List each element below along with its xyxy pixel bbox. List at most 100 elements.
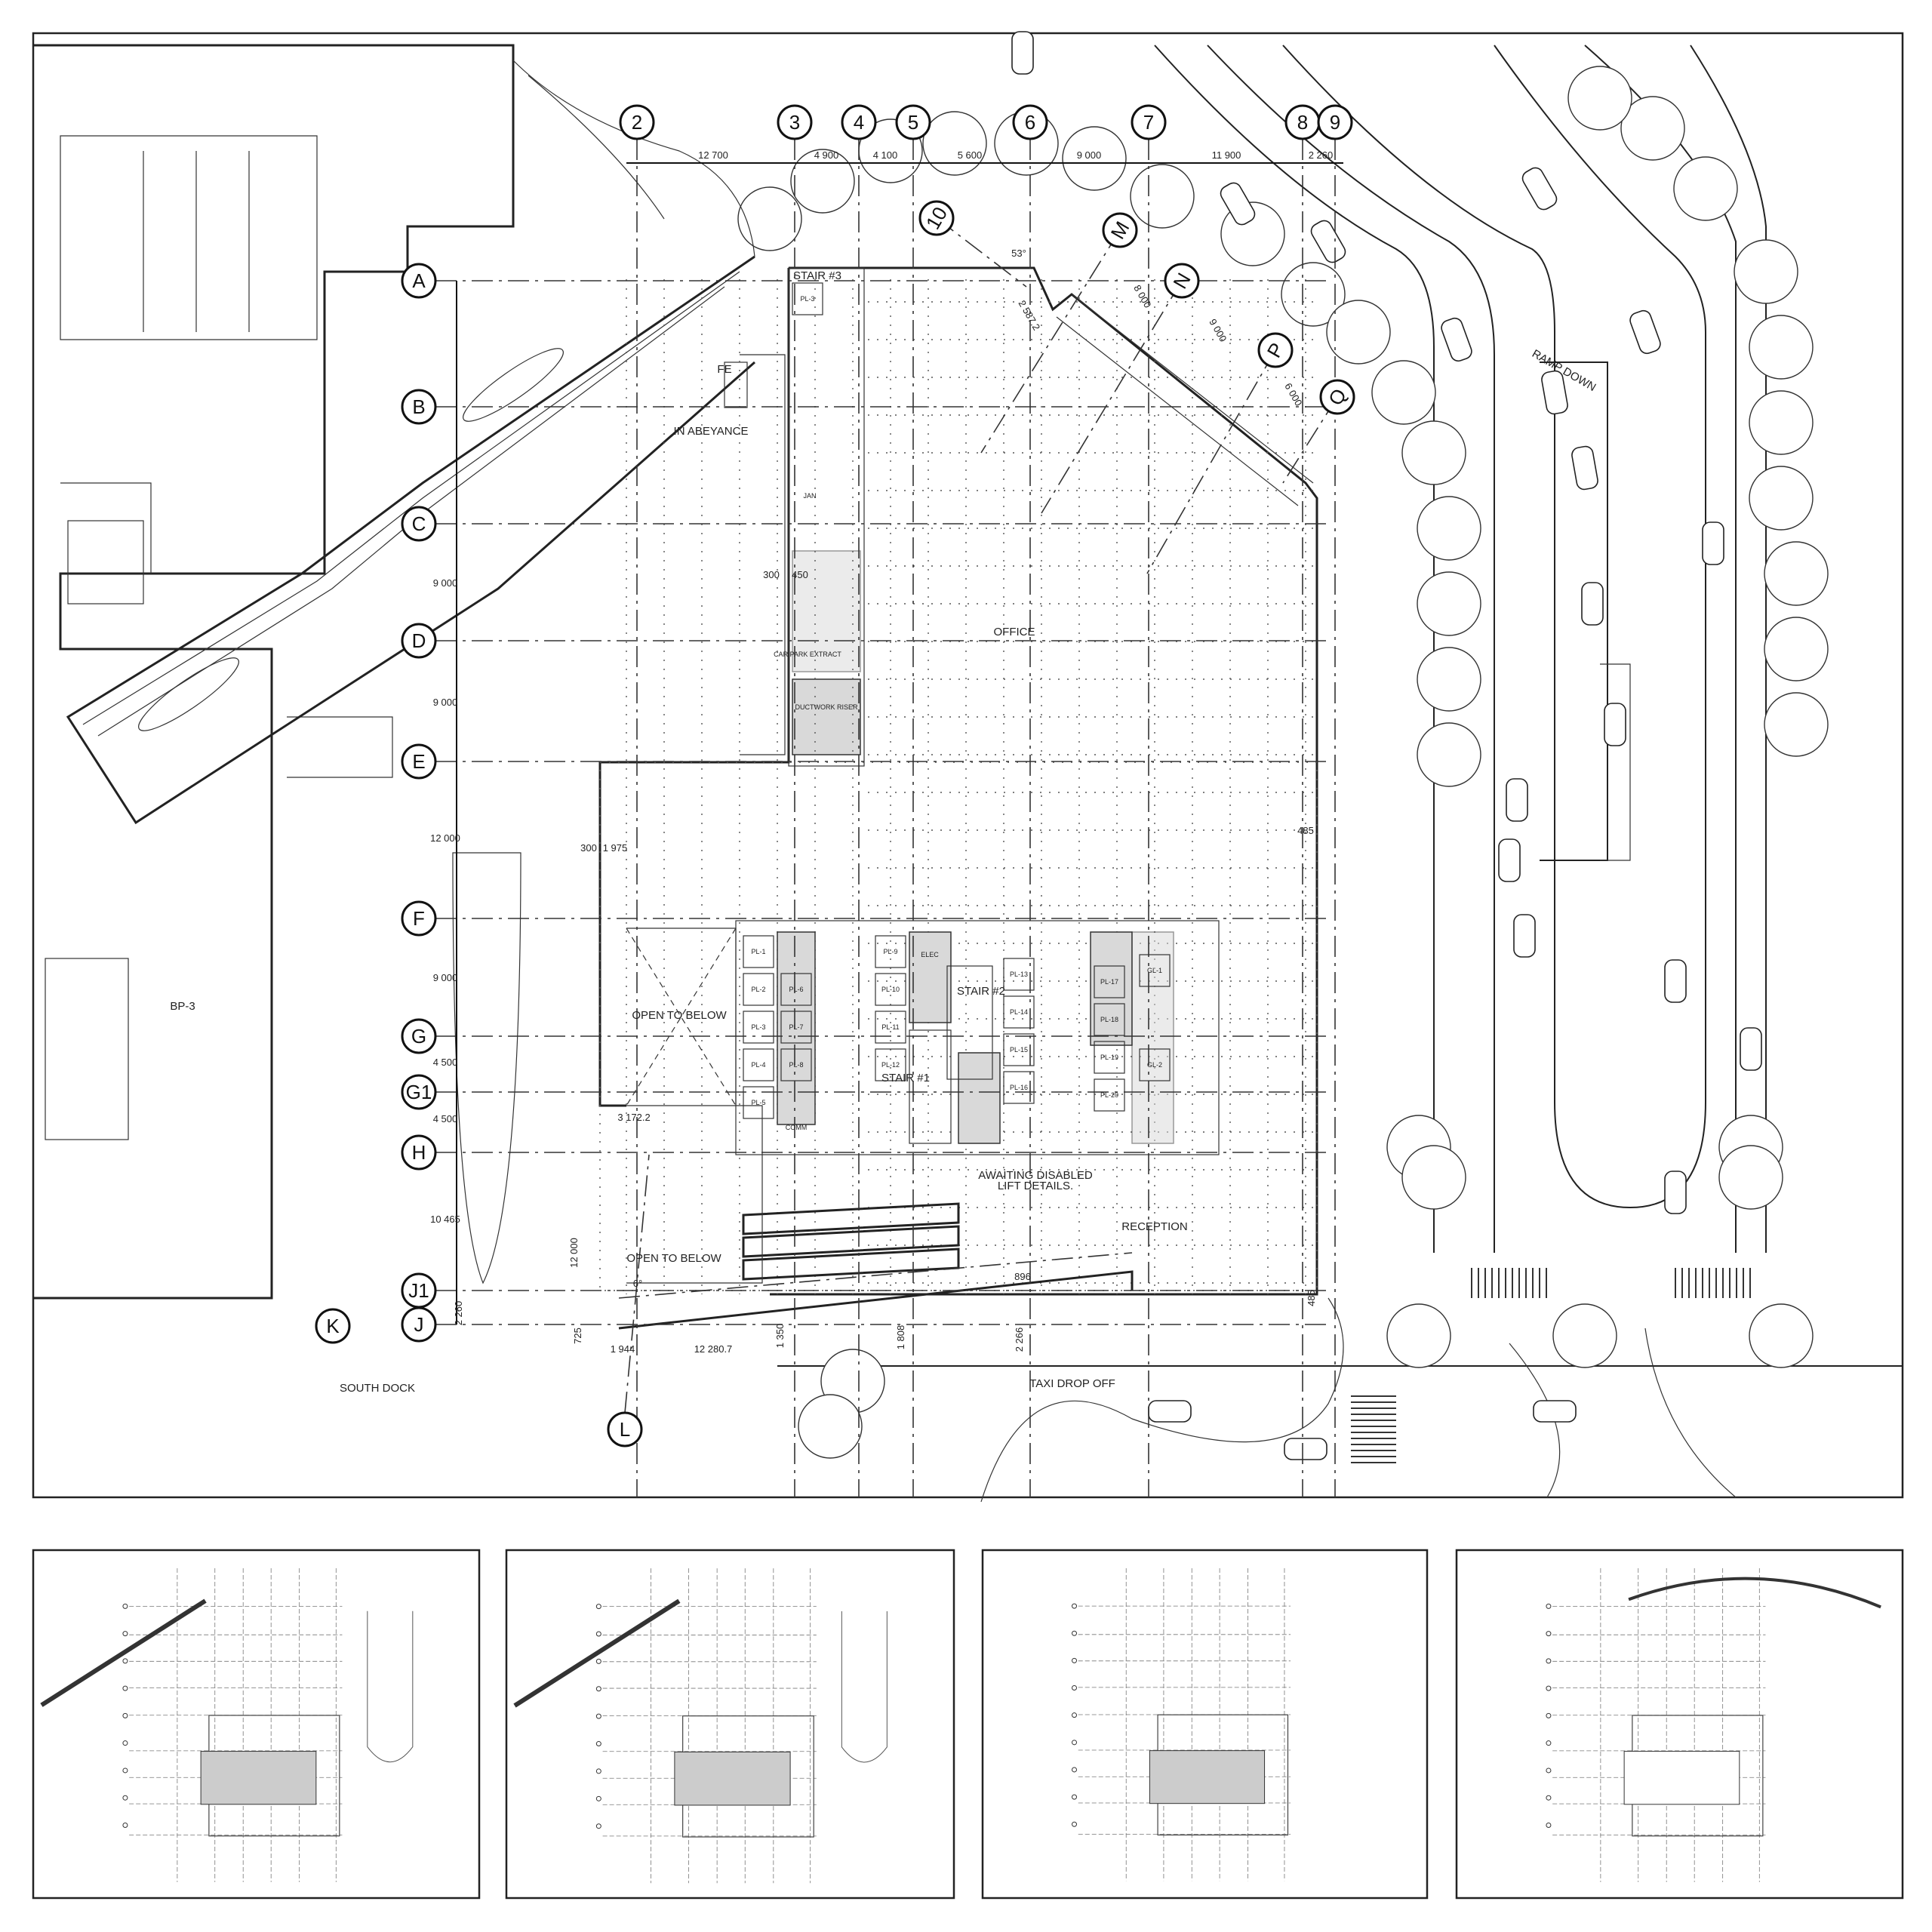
lift-car: PL-15 bbox=[1003, 1033, 1035, 1066]
lift-car: PL-17 bbox=[1094, 965, 1125, 998]
label-in-abeyance: IN ABEYANCE bbox=[674, 425, 749, 438]
main-plan-frame bbox=[32, 32, 1904, 1499]
grid-bubble-L: L bbox=[607, 1411, 643, 1447]
thumbnail-level-4 bbox=[1455, 1549, 1904, 1900]
lift-car-outline bbox=[1094, 1078, 1125, 1112]
boat-outline bbox=[452, 852, 521, 1284]
thumb-grid-bubble bbox=[122, 1603, 128, 1609]
car-icon bbox=[1664, 1171, 1687, 1214]
grid-bubble-J: J bbox=[401, 1306, 437, 1343]
lift-car-outline bbox=[1094, 1003, 1125, 1036]
svg-text:F: F bbox=[413, 907, 425, 930]
lift-car-outline bbox=[1094, 1041, 1125, 1074]
lift-car-outline bbox=[875, 1011, 906, 1044]
lift-label: PL-15 bbox=[1010, 1046, 1028, 1054]
thumb-ramp bbox=[513, 1598, 681, 1708]
lift-car-outline bbox=[1139, 1048, 1171, 1081]
car-icon bbox=[1521, 167, 1558, 211]
taxi-canopy bbox=[618, 1270, 1134, 1330]
lift-car: PL-19 bbox=[1094, 1041, 1125, 1074]
tree-icon bbox=[798, 1394, 863, 1459]
lift-car-outline bbox=[875, 973, 906, 1006]
svg-text:2 266: 2 266 bbox=[1014, 1327, 1025, 1352]
svg-text:E: E bbox=[412, 750, 425, 773]
lift-label: PL-7 bbox=[789, 1023, 803, 1031]
lift-label: PL-16 bbox=[1010, 1084, 1028, 1091]
thumb-grid-bubble bbox=[1072, 1740, 1078, 1746]
svg-text:7: 7 bbox=[1143, 111, 1154, 134]
svg-text:12 000: 12 000 bbox=[568, 1238, 580, 1268]
lift-car-outline bbox=[792, 282, 823, 315]
grid-bubble-4: 4 bbox=[841, 104, 877, 140]
tree-icon bbox=[1130, 164, 1195, 229]
tree-icon bbox=[1764, 541, 1829, 606]
car-icon bbox=[1604, 703, 1626, 746]
svg-text:6 000: 6 000 bbox=[1282, 381, 1304, 408]
lift-label: PL-2 bbox=[751, 986, 765, 993]
lift-car: PL-11 bbox=[875, 1011, 906, 1044]
lift-car-outline bbox=[743, 1048, 774, 1081]
car-icon bbox=[1310, 220, 1346, 263]
svg-text:2 260: 2 260 bbox=[1309, 149, 1334, 161]
grid-line-rotated bbox=[1041, 280, 1183, 514]
svg-text:9 000: 9 000 bbox=[433, 697, 458, 708]
thumb-grid-bubble bbox=[122, 1685, 128, 1691]
label-stair-1: STAIR #1 bbox=[881, 1072, 930, 1084]
tree-icon bbox=[1718, 1145, 1783, 1210]
car-icon bbox=[1571, 445, 1598, 491]
svg-text:6: 6 bbox=[1025, 111, 1035, 134]
grid-bubble-G: G bbox=[401, 1018, 437, 1054]
thumb-grid-bubble bbox=[1072, 1630, 1078, 1636]
thumb-grid-bubble bbox=[1072, 1821, 1078, 1827]
thumb-core bbox=[200, 1751, 317, 1805]
car-icon bbox=[1011, 31, 1034, 75]
thumb-grid-bubble bbox=[122, 1767, 128, 1774]
svg-text:53°: 53° bbox=[1011, 248, 1026, 259]
grid-bubble-A: A bbox=[401, 263, 437, 299]
svg-text:5 600: 5 600 bbox=[958, 149, 983, 161]
svg-text:1 350: 1 350 bbox=[774, 1324, 786, 1349]
svg-text:450: 450 bbox=[792, 569, 808, 580]
office-building bbox=[598, 266, 1318, 1296]
thumb-grid-bubble bbox=[1072, 1603, 1078, 1609]
label-taxi-drop-off: TAXI DROP OFF bbox=[1029, 1377, 1115, 1390]
car-icon bbox=[1581, 582, 1604, 626]
crosswalks bbox=[1351, 1268, 1751, 1463]
svg-text:1 944: 1 944 bbox=[611, 1343, 635, 1355]
trees bbox=[737, 66, 1829, 1459]
lift-label: PL-17 bbox=[1100, 978, 1118, 986]
tree-icon bbox=[1417, 571, 1481, 636]
lift-label: PL-4 bbox=[751, 1061, 765, 1069]
thumb-core bbox=[674, 1751, 791, 1806]
thumbnail-frame bbox=[505, 1549, 955, 1900]
lift-car-outline bbox=[743, 1086, 774, 1119]
lift-car: PL-1 bbox=[743, 935, 774, 968]
grid-bubble-B: B bbox=[401, 389, 437, 425]
tree-icon bbox=[1401, 1145, 1466, 1210]
tree-icon bbox=[1567, 66, 1632, 131]
svg-text:8 000: 8 000 bbox=[1131, 283, 1153, 310]
thumb-ramp bbox=[40, 1598, 207, 1707]
lift-label: PL-8 bbox=[789, 1061, 803, 1069]
lift-car: PL-10 bbox=[875, 973, 906, 1006]
lift-car: PL-12 bbox=[875, 1048, 906, 1081]
svg-text:4 500: 4 500 bbox=[433, 1113, 458, 1124]
thumbnail-level-2 bbox=[505, 1549, 955, 1900]
svg-text:K: K bbox=[326, 1315, 340, 1337]
tree-icon bbox=[1734, 239, 1798, 304]
tree-icon bbox=[1749, 390, 1814, 455]
label-open-to-below-2: OPEN TO BELOW bbox=[626, 1252, 721, 1265]
lift-label: PL-20 bbox=[1100, 1091, 1118, 1099]
lift-car: PL-18 bbox=[1094, 1003, 1125, 1036]
lift-label: PL-6 bbox=[789, 986, 803, 993]
svg-text:6°: 6° bbox=[633, 1278, 642, 1289]
thumb-grid-bubble bbox=[595, 1795, 601, 1801]
lift-car-outline bbox=[780, 1048, 812, 1081]
tree-icon bbox=[1673, 156, 1738, 221]
car-icon bbox=[1702, 521, 1724, 565]
label-awaiting-1: AWAITING DISABLED bbox=[978, 1169, 1093, 1182]
roads bbox=[777, 45, 1903, 1503]
label-awaiting-2: LIFT DETAILS. bbox=[998, 1180, 1073, 1192]
label-stair-3: STAIR #3 bbox=[793, 269, 841, 282]
